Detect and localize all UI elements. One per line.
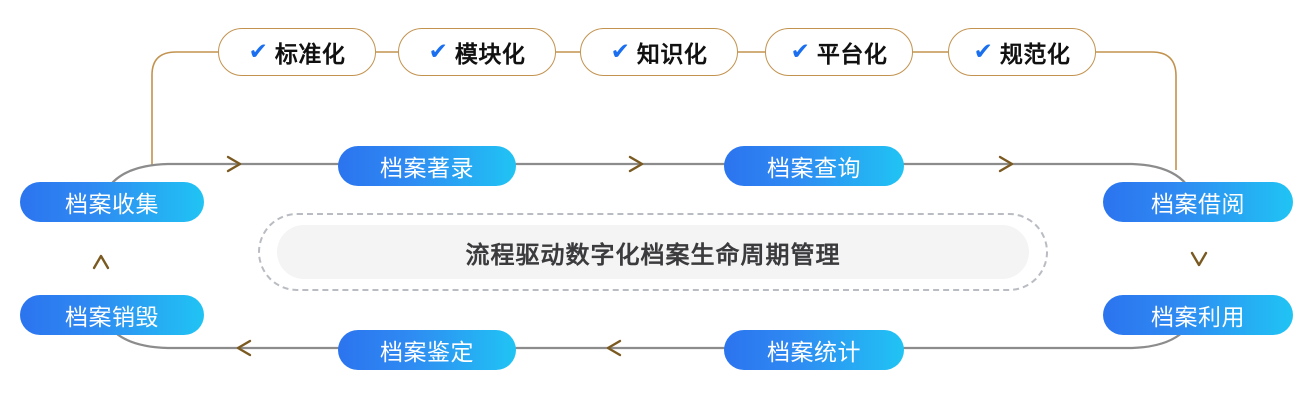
stage-pill-borrow[interactable]: 档案借阅 (1103, 182, 1293, 222)
arrow-describe-to-query (628, 155, 644, 173)
stage-pill-describe[interactable]: 档案著录 (338, 146, 516, 186)
feature-label: 规范化 (999, 41, 1071, 67)
check-icon: ✔ (428, 37, 448, 64)
arrow-query-to-borrow (998, 155, 1014, 173)
feature-loop-path (151, 51, 1177, 170)
stage-pill-appraise[interactable]: 档案鉴定 (338, 330, 516, 370)
stage-label: 档案销毁 (65, 304, 159, 330)
stage-label: 档案统计 (767, 339, 861, 365)
feature-label: 模块化 (454, 41, 526, 67)
arrow-borrow-to-use (1190, 251, 1208, 267)
feature-pill-modularization[interactable]: ✔ 模块化 (398, 28, 556, 76)
stage-label: 档案借阅 (1151, 191, 1245, 217)
arrow-destroy-to-collect (92, 254, 110, 270)
center-summary-fill: 流程驱动数字化档案生命周期管理 (277, 225, 1029, 279)
stage-label: 档案鉴定 (380, 339, 474, 365)
feature-pill-normalization[interactable]: ✔ 规范化 (948, 28, 1096, 76)
feature-pill-standardization[interactable]: ✔ 标准化 (218, 28, 376, 76)
stage-pill-use[interactable]: 档案利用 (1103, 295, 1293, 335)
stage-pill-collect[interactable]: 档案收集 (20, 182, 204, 222)
check-icon: ✔ (248, 37, 268, 64)
stage-label: 档案收集 (65, 191, 159, 217)
check-icon: ✔ (973, 37, 993, 64)
feature-label: 知识化 (636, 41, 708, 67)
stage-pill-statistics[interactable]: 档案统计 (724, 330, 904, 370)
center-title: 流程驱动数字化档案生命周期管理 (465, 241, 841, 269)
check-icon: ✔ (790, 37, 810, 64)
stage-pill-query[interactable]: 档案查询 (724, 146, 904, 186)
stage-pill-destroy[interactable]: 档案销毁 (20, 295, 204, 335)
arrow-stats-to-appraise (606, 339, 622, 357)
stage-label: 档案著录 (380, 155, 474, 181)
arrow-collect-to-describe (226, 155, 242, 173)
flow-arrowheads (92, 155, 1208, 357)
stage-label: 档案利用 (1151, 304, 1245, 330)
feature-pill-knowledgization[interactable]: ✔ 知识化 (580, 28, 738, 76)
check-icon: ✔ (610, 37, 630, 64)
stage-label: 档案查询 (767, 155, 861, 181)
center-summary-panel: 流程驱动数字化档案生命周期管理 (258, 213, 1048, 291)
feature-pill-platformization[interactable]: ✔ 平台化 (765, 28, 913, 76)
arrow-appraise-to-destroy (236, 339, 252, 357)
feature-label: 标准化 (274, 41, 346, 67)
feature-label: 平台化 (816, 41, 888, 67)
